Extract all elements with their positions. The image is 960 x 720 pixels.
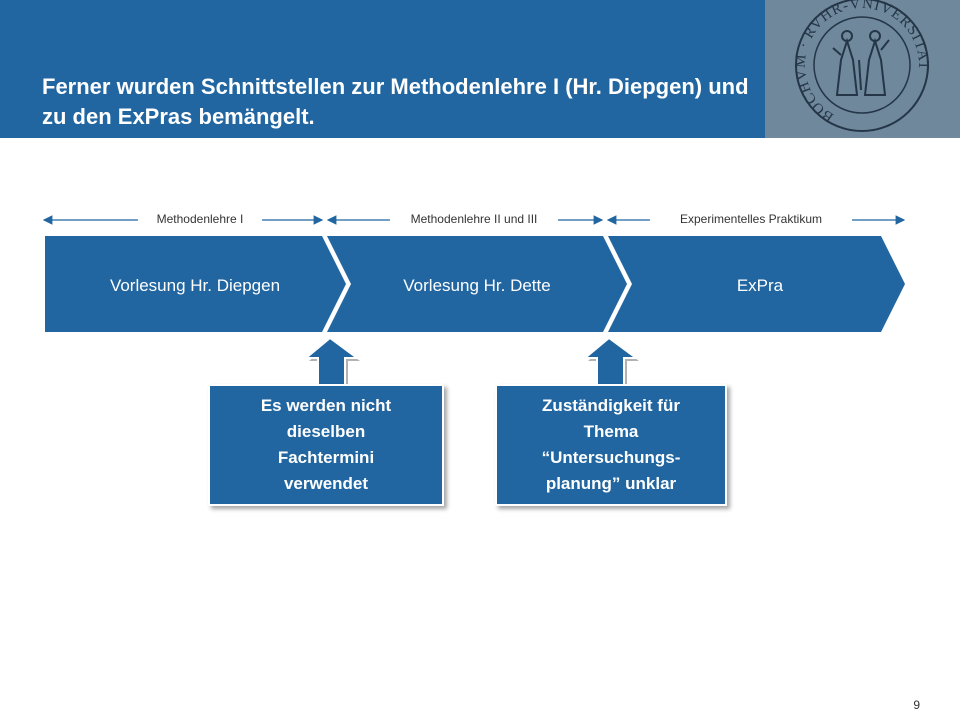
phase-label-expra: Experimentelles Praktikum [679, 212, 823, 226]
up-arrow-1 [303, 336, 361, 389]
slide-title: Ferner wurden Schnittstellen zur Methode… [42, 74, 749, 129]
phase-label-methodenlehre-1: Methodenlehre I [156, 212, 244, 226]
header-banner [0, 0, 765, 138]
callout-terminology: Es werden nicht dieselben Fachtermini ve… [208, 384, 444, 506]
callout-responsibility-text: Zuständigkeit für Thema “Untersuchungs- … [541, 396, 681, 493]
up-arrow-2 [582, 336, 640, 389]
process-chevrons [45, 236, 905, 332]
university-logo-panel: BOCHVM · RVHR-VNIVERSITAT [765, 0, 960, 138]
chevron-segment-1 [45, 236, 346, 332]
phase-label-methodenlehre-2-3: Methodenlehre II und III [410, 212, 538, 226]
segment-label-dette: Vorlesung Hr. Dette [403, 276, 551, 295]
chevron-segment-2 [327, 236, 627, 332]
segment-label-expra: ExPra [736, 276, 784, 295]
callout-responsibility: Zuständigkeit für Thema “Untersuchungs- … [495, 384, 727, 506]
callout-terminology-text: Es werden nicht dieselben Fachtermini ve… [260, 396, 392, 493]
university-seal-icon: BOCHVM · RVHR-VNIVERSITAT [793, 0, 930, 132]
chevron-segment-3 [608, 236, 905, 332]
segment-label-diepgen: Vorlesung Hr. Diepgen [109, 276, 281, 295]
page-number: 9 [913, 698, 920, 712]
